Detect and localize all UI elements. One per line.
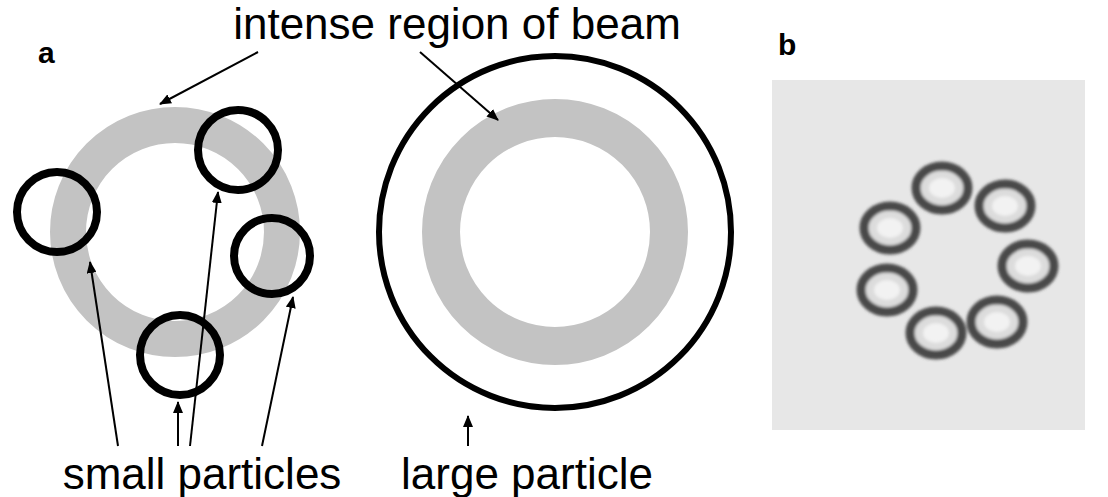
small-particle <box>234 218 310 294</box>
callout-label: small particles <box>63 452 342 496</box>
particle-ring <box>864 206 916 250</box>
leader-arrow <box>160 52 258 104</box>
beam-ring <box>441 118 669 346</box>
micrograph <box>772 80 1085 430</box>
leader-arrow <box>420 52 498 120</box>
leader-arrow <box>262 297 293 446</box>
particle-core <box>984 312 1010 332</box>
leader-arrow <box>177 402 179 446</box>
leader-arrow <box>190 192 218 446</box>
particle-core <box>874 280 900 300</box>
large-particle <box>379 56 731 408</box>
callout-label: intense region of beam <box>233 2 681 46</box>
particle-core <box>1015 256 1041 276</box>
leader-arrow <box>90 262 118 446</box>
particle-ring <box>1002 244 1054 288</box>
particle-ring <box>861 268 913 312</box>
particle-ring <box>971 300 1023 344</box>
small-particle <box>17 172 97 252</box>
panel-letter: b <box>778 30 796 60</box>
small-particle <box>198 110 278 190</box>
particle-core <box>929 178 955 198</box>
panel-letter: a <box>38 38 55 68</box>
particle-ring <box>979 184 1031 228</box>
particle-core <box>877 218 903 238</box>
beam-ring <box>68 125 282 339</box>
particle-core <box>992 196 1018 216</box>
particle-ring <box>910 311 962 355</box>
particle-core <box>923 323 949 343</box>
callout-label: large particle <box>401 452 653 496</box>
leader-arrow <box>467 416 469 446</box>
small-particle <box>140 315 220 395</box>
particle-ring <box>916 166 968 210</box>
